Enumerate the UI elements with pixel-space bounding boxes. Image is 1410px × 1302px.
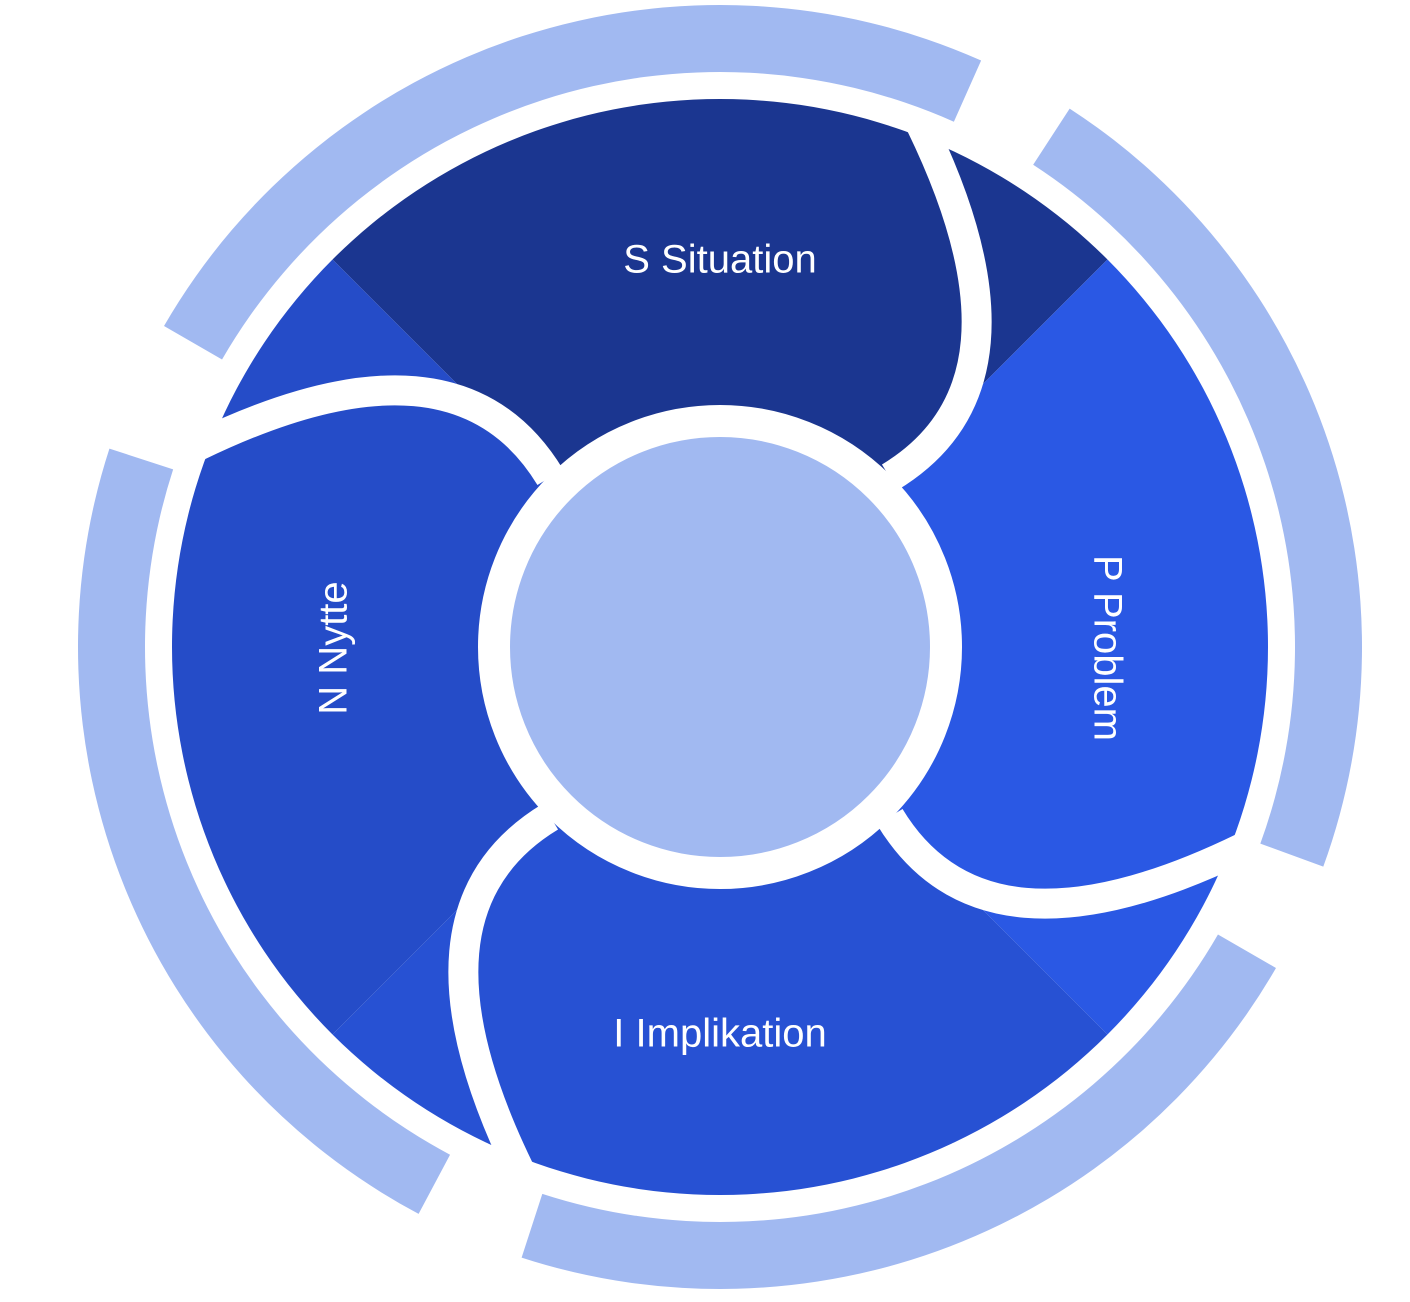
separator-2 xyxy=(881,117,992,491)
label-nytte: N Nytte xyxy=(312,581,356,714)
separator-4 xyxy=(448,803,559,1177)
label-situation: S Situation xyxy=(623,238,816,282)
outer-ring xyxy=(78,4,1362,1289)
outer-ring-arc-3 xyxy=(521,934,1276,1289)
label-implikation: I Implikation xyxy=(613,1012,826,1056)
outer-ring-arc-1 xyxy=(164,4,982,360)
separator-1 xyxy=(190,375,564,486)
center-circle xyxy=(478,405,962,889)
outer-ring-arc-2 xyxy=(1033,108,1362,867)
outer-ring-arc-4 xyxy=(78,448,451,1214)
segment-separators xyxy=(190,117,1250,1177)
separator-3 xyxy=(876,808,1250,919)
label-problem: P Problem xyxy=(1085,555,1129,741)
